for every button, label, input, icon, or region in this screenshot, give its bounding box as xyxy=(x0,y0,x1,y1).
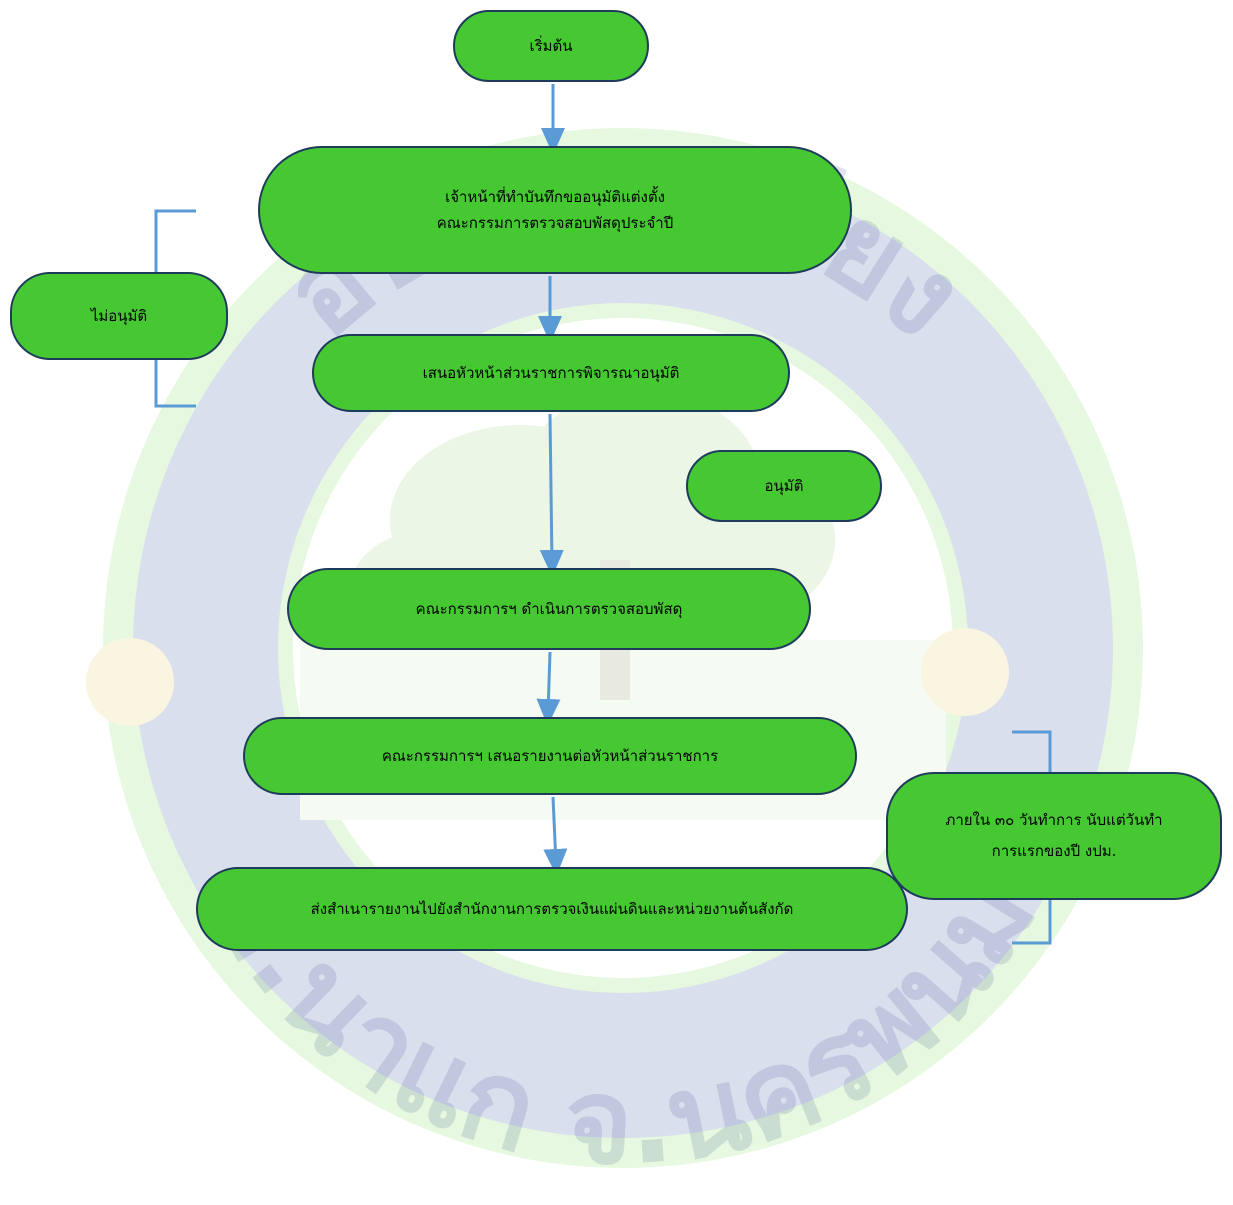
node-committee-inspect: คณะกรรมการฯ ดำเนินการตรวจสอบพัสดุ xyxy=(287,568,811,650)
node-memo-line1: เจ้าหน้าที่ทำบันทึกขออนุมัติแต่งตั้ง xyxy=(445,187,665,206)
node-approved: อนุมัติ xyxy=(686,450,882,522)
node-deadline-note: ภายใน ๓๐ วันทำการ นับแต่วันทำ การแรกของป… xyxy=(886,772,1222,900)
node-report-label: คณะกรรมการฯ เสนอรายงานต่อหัวหน้าส่วนราชก… xyxy=(381,746,719,765)
node-propose-to-head: เสนอหัวหน้าส่วนราชการพิจารณาอนุมัติ xyxy=(312,334,790,412)
node-committee-report: คณะกรรมการฯ เสนอรายงานต่อหัวหน้าส่วนราชก… xyxy=(243,717,857,795)
node-propose-label: เสนอหัวหน้าส่วนราชการพิจารณาอนุมัติ xyxy=(422,363,680,382)
node-start: เริ่มต้น xyxy=(453,10,649,82)
node-send-label: ส่งสำเนารายงานไปยังสำนักงานการตรวจเงินแผ… xyxy=(310,899,794,918)
node-approval-memo: เจ้าหน้าที่ทำบันทึกขออนุมัติแต่งตั้ง คณะ… xyxy=(258,146,852,274)
node-memo-line2: คณะกรรมการตรวจสอบพัสดุประจำปี xyxy=(436,214,674,232)
node-deadline-line1: ภายใน ๓๐ วันทำการ นับแต่วันทำ xyxy=(945,810,1163,829)
node-not-approved: ไม่อนุมัติ xyxy=(10,272,228,360)
node-deadline-line2: การแรกของปี งปม. xyxy=(991,842,1117,860)
node-reject-label: ไม่อนุมัติ xyxy=(90,306,148,325)
node-send-copy: ส่งสำเนารายงานไปยังสำนักงานการตรวจเงินแผ… xyxy=(196,867,908,951)
node-inspect-label: คณะกรรมการฯ ดำเนินการตรวจสอบพัสดุ xyxy=(415,599,683,618)
node-start-label: เริ่มต้น xyxy=(529,36,573,55)
node-approve-label: อนุมัติ xyxy=(764,476,804,495)
